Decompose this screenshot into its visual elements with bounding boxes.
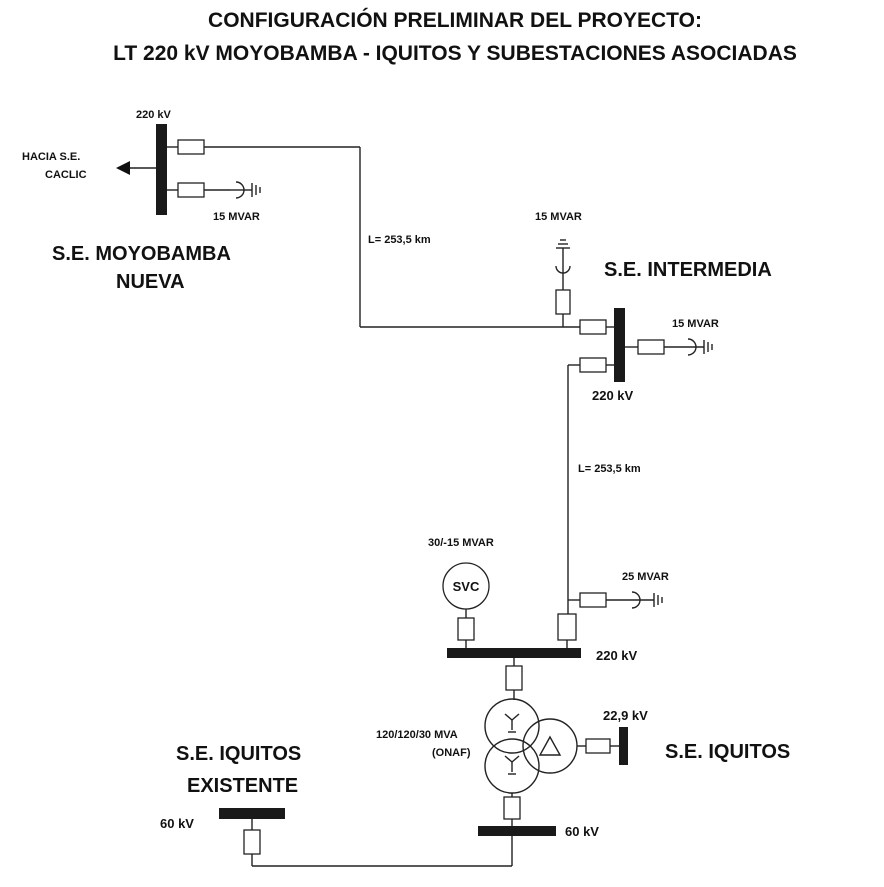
tertiary-voltage-label: 22,9 kV [603,708,648,723]
iquitos-60kv-label: 60 kV [565,824,599,839]
60kv-interconnection-line [251,836,513,867]
intermedia-line1-breaker [579,319,607,335]
iquitos-reactor-icon [626,591,663,609]
existente-name-line-1: S.E. IQUITOS [176,743,301,765]
line-1-length-label: L= 253,5 km [368,234,431,246]
intermedia-220kv-bus [614,308,625,382]
transmission-line-2 [567,364,580,614]
intermedia-right-reactor-breaker [637,339,665,355]
iquitos-22-9kv-bus [619,727,628,765]
iquitos-reactor-breaker [579,592,607,608]
intermedia-right-reactor-label: 15 MVAR [672,318,719,330]
intermedia-name: S.E. INTERMEDIA [604,259,772,281]
intermedia-right-reactor-icon [682,338,713,356]
tertiary-breaker [585,738,611,754]
iquitos-60kv-bus [478,826,556,836]
moyobamba-reactor-label: 15 MVAR [213,211,260,223]
existente-60kv-bus [219,808,285,819]
iquitos-reactor-label: 25 MVAR [622,571,669,583]
transformer-hv-breaker [505,665,523,691]
caclic-arrow-icon [116,161,130,175]
moyobamba-voltage-label: 220 kV [136,109,172,121]
three-winding-transformer-icon [484,698,578,794]
svc-rating-label: 30/-15 MVAR [428,537,494,549]
existente-voltage-label: 60 kV [160,816,194,831]
line-2-length-label: L= 253,5 km [578,463,641,475]
moyobamba-reactor-icon [230,181,261,199]
svc-breaker [457,617,475,641]
intermedia-voltage-label: 220 kV [592,388,634,403]
svc-label: SVC [453,579,480,594]
moyobamba-line-breaker [177,139,205,155]
transformer-cooling-label: (ONAF) [432,747,471,759]
transformer-rating-label: 120/120/30 MVA [376,729,458,741]
intermedia-top-reactor-breaker [555,289,571,315]
moyobamba-name-line-2: NUEVA [116,271,185,293]
hacia-caclic-label-2: CACLIC [45,169,87,181]
intermedia-top-reactor-icon [555,239,571,276]
intermedia-top-reactor-label: 15 MVAR [535,211,582,223]
transformer-lv-breaker [503,796,521,820]
moyobamba-name-line-1: S.E. MOYOBAMBA [52,243,231,265]
transmission-line-1 [359,147,580,328]
iquitos-name: S.E. IQUITOS [665,741,790,763]
title-line-1: CONFIGURACIÓN PRELIMINAR DEL PROYECTO: [208,8,702,32]
iquitos-220kv-bus [447,648,581,658]
moyobamba-220kv-bus [156,124,167,215]
title-line-2: LT 220 kV MOYOBAMBA - IQUITOS Y SUBESTAC… [113,42,797,65]
existente-breaker [243,829,261,855]
iquitos-line2-breaker [557,613,577,641]
existente-name-line-2: EXISTENTE [187,775,298,797]
intermedia-line2-breaker [579,357,607,373]
iquitos-220kv-label: 220 kV [596,648,638,663]
moyobamba-reactor-breaker [177,182,205,198]
hacia-caclic-label-1: HACIA S.E. [22,151,80,163]
